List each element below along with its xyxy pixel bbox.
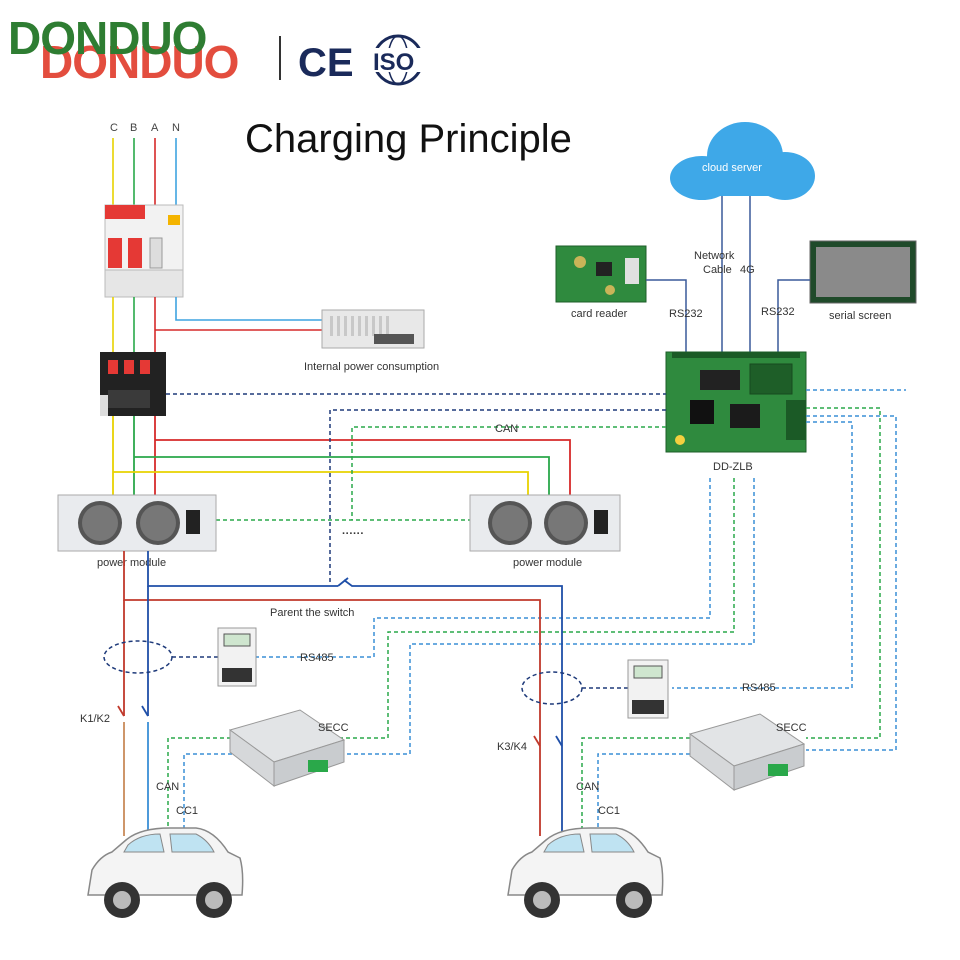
- secc-right-icon: [688, 713, 806, 792]
- phase-labels: C B A N: [110, 122, 180, 134]
- phase-label-b: B: [130, 122, 137, 134]
- can-left-label: CAN: [156, 781, 179, 793]
- secc-left-label: SECC: [318, 722, 349, 734]
- cloud-server-icon: [670, 122, 815, 200]
- k3k4-label: K3/K4: [497, 741, 527, 753]
- can-bus-label: CAN: [495, 423, 518, 435]
- internal-power-supply-icon: [321, 309, 425, 349]
- car-left-icon: [87, 827, 244, 918]
- card-reader-icon: [555, 245, 647, 303]
- energy-meter-left-icon: [217, 627, 257, 687]
- contactor-icon: [100, 352, 166, 416]
- cc1-right-label: CC1: [598, 805, 620, 817]
- network-cable-label-1: Network: [694, 250, 735, 262]
- serial-screen-icon: [809, 240, 917, 304]
- iso-mark: ISO: [372, 34, 426, 86]
- serial-screen-link: [777, 279, 810, 352]
- internal-power-label: Internal power consumption: [304, 361, 439, 373]
- phase-wires-top: [112, 138, 177, 205]
- four-g-label: 4G: [740, 264, 755, 276]
- brand-logo: DONDUO DONDUO: [8, 12, 239, 88]
- dc-bus: [117, 551, 563, 836]
- power-module-left-icon: [57, 494, 217, 552]
- rs485-left-label: RS485: [300, 652, 334, 664]
- card-reader-link: [646, 279, 687, 352]
- phase-wires-mid: [112, 297, 322, 352]
- phase-label-n: N: [172, 122, 180, 134]
- network-cable-label-2: Cable: [703, 264, 732, 276]
- ce-mark: CE: [298, 41, 354, 85]
- comm-lines: [166, 389, 906, 836]
- rs232-left-label: RS232: [669, 308, 703, 320]
- brand-logo-text: DONDUO: [8, 12, 206, 64]
- current-sensor-left: [103, 640, 173, 674]
- k1k2-label: K1/K2: [80, 713, 110, 725]
- car-right-icon: [507, 827, 664, 918]
- controller-board-icon: [665, 351, 807, 453]
- secc-left-icon: [228, 709, 346, 788]
- cc1-left-label: CC1: [176, 805, 198, 817]
- diagram-title: Charging Principle: [245, 117, 572, 161]
- phase-label-a: A: [151, 122, 159, 134]
- cloud-server-label: cloud server: [702, 162, 762, 174]
- card-reader-label: card reader: [571, 308, 628, 320]
- can-right-label: CAN: [576, 781, 599, 793]
- circuit-breaker-icon: [104, 204, 184, 298]
- power-module-left-label: power module: [97, 557, 166, 569]
- current-sensor-right: [521, 671, 583, 705]
- power-module-right-label: power module: [513, 557, 582, 569]
- phase-label-c: C: [110, 122, 118, 134]
- brand-logo-shadow: DONDUO: [40, 36, 238, 88]
- power-module-ellipsis: ······: [342, 528, 364, 540]
- rs485-right-label: RS485: [742, 682, 776, 694]
- network-links: [721, 196, 751, 352]
- energy-meter-right-icon: [627, 659, 669, 719]
- ce-mark-text: CE: [298, 41, 354, 85]
- iso-mark-bg: [372, 48, 426, 72]
- serial-screen-label: serial screen: [829, 310, 891, 322]
- secc-right-label: SECC: [776, 722, 807, 734]
- rs232-right-label: RS232: [761, 306, 795, 318]
- ac-distribution-wires: [112, 416, 571, 500]
- parent-switch-label: Parent the switch: [270, 607, 354, 619]
- iso-mark-text: ISO: [373, 49, 414, 76]
- power-module-right-icon: [469, 494, 621, 552]
- controller-label: DD-ZLB: [713, 461, 753, 473]
